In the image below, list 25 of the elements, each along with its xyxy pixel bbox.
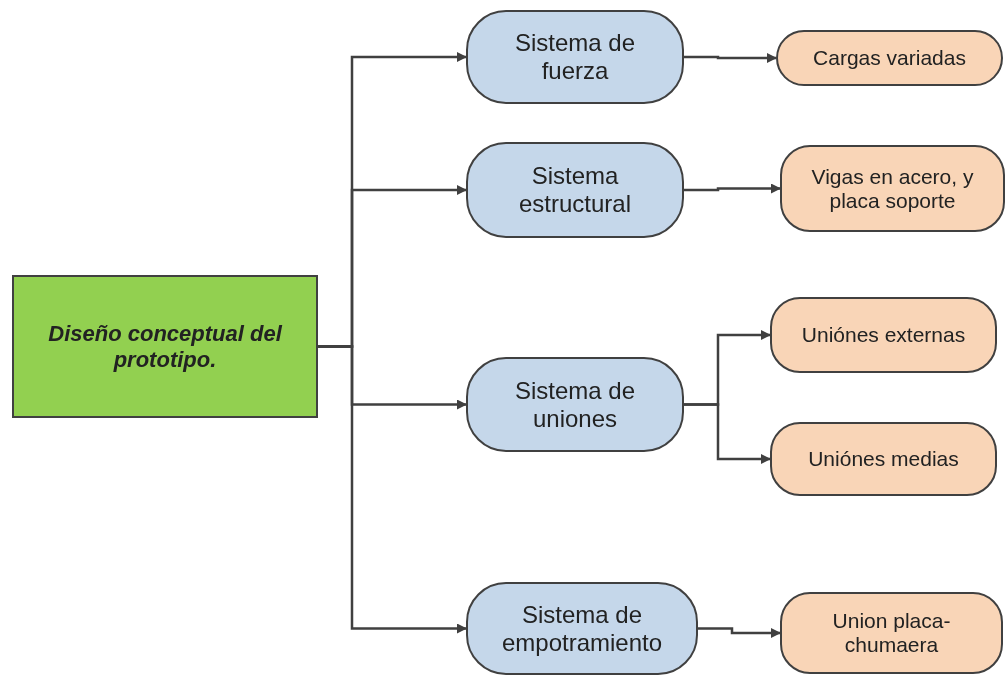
result-pill <box>780 145 1005 232</box>
node-label: Sistema estructural <box>517 162 632 218</box>
result-pill <box>780 592 1003 674</box>
process-pill <box>466 582 698 675</box>
arrow <box>684 403 771 464</box>
node-label: Cargas variadas <box>813 46 966 70</box>
node-label: Uniónes externas <box>801 323 966 347</box>
result-pill <box>770 297 997 373</box>
process-pill <box>466 142 684 238</box>
arrow <box>684 183 781 194</box>
node-label: Union placa-chumaera <box>831 609 952 657</box>
node-label: Vigas en acero, y placa soporte <box>810 164 975 213</box>
arrow <box>684 53 777 63</box>
process-pill <box>466 357 684 452</box>
node-label: Sistema de uniones <box>513 376 637 433</box>
node-label: Uniónes medias <box>808 447 959 471</box>
result-pill <box>776 30 1003 86</box>
arrow <box>318 345 467 634</box>
process-pill <box>466 10 684 104</box>
arrow <box>698 627 781 638</box>
node-label: Sistema de fuerza <box>513 29 637 85</box>
node-label: Sistema de empotramiento <box>500 600 664 657</box>
root-box <box>12 275 318 418</box>
node-label: Diseño conceptual del prototipo. <box>47 320 284 373</box>
result-pill <box>770 422 997 496</box>
